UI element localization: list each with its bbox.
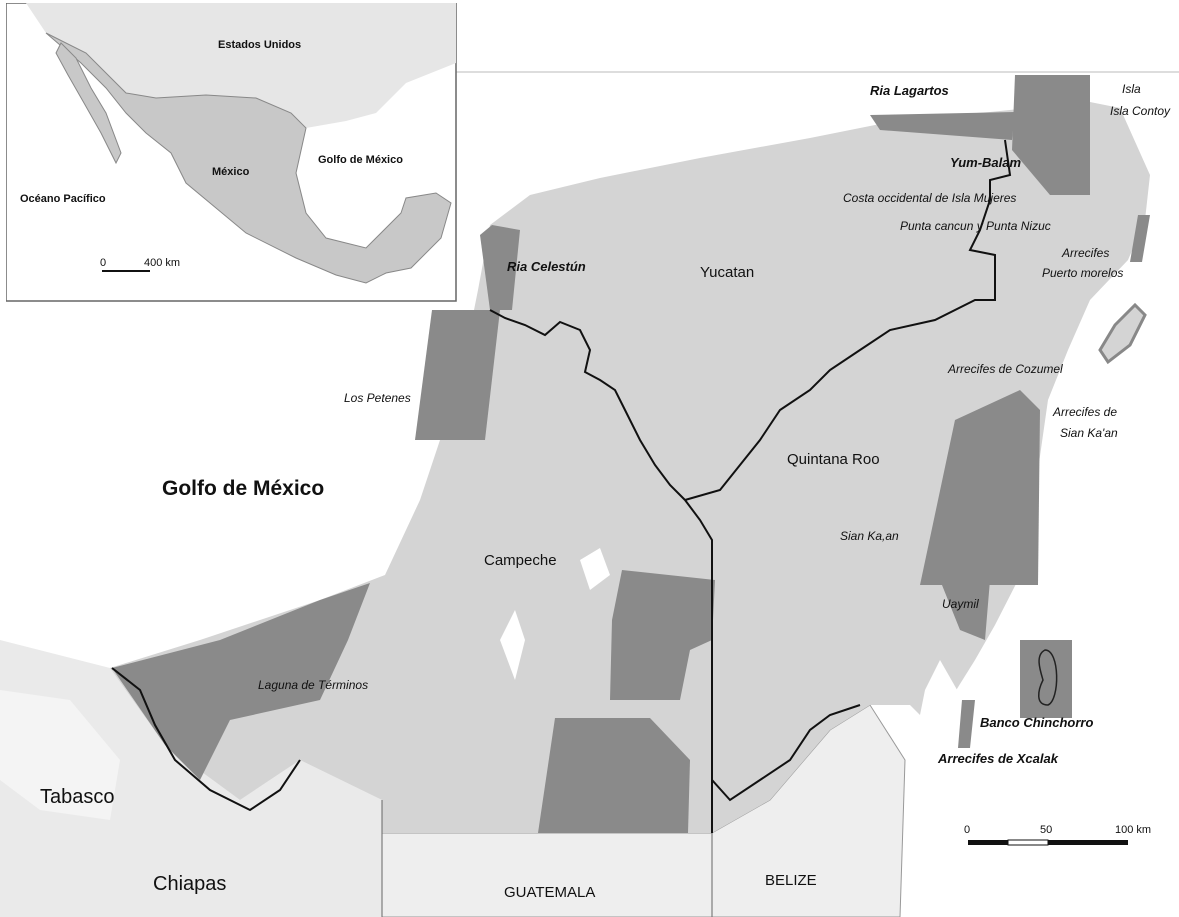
ria-lagartos-area	[870, 112, 1015, 140]
calakmul-north-area	[610, 570, 715, 700]
label-isla-contoy-1: Isla	[1122, 82, 1141, 96]
water-patch	[0, 690, 120, 820]
label-arrecifes-cozumel: Arrecifes de Cozumel	[947, 362, 1063, 376]
inset-label-usa: Estados Unidos	[218, 39, 301, 51]
label-banco-chinchorro: Banco Chinchorro	[980, 715, 1093, 730]
label-uaymil: Uaymil	[942, 597, 979, 611]
gulf-label: Golfo de México	[162, 477, 324, 500]
label-laguna-terminos: Laguna de Términos	[258, 678, 368, 692]
scale-tick-0: 0	[964, 824, 970, 836]
label-sian-kaan: Sian Ka,an	[840, 529, 899, 543]
main-scale-bar	[968, 839, 1128, 846]
inset-scale-tick-0: 0	[100, 257, 106, 269]
water-patch	[915, 660, 960, 770]
laguna-terminos-area	[112, 583, 370, 780]
country-label-guatemala: GUATEMALA	[504, 884, 595, 901]
inset-label-gulf: Golfo de México	[318, 154, 403, 166]
label-punta-cancun: Punta cancun y Punta Nizuc	[900, 219, 1051, 233]
scale-tick-50: 50	[1040, 824, 1052, 836]
label-los-petenes: Los Petenes	[344, 391, 411, 405]
label-ria-lagartos: Ria Lagartos	[870, 83, 949, 98]
uaymil-area	[940, 580, 990, 640]
state-borders	[111, 139, 1012, 833]
state-label-tabasco: Tabasco	[40, 786, 115, 808]
label-arrecifes-sk-2: Sian Ka'an	[1060, 426, 1118, 440]
state-label-chiapas: Chiapas	[153, 873, 226, 895]
water-patch	[500, 610, 525, 680]
yum-balam-area	[1012, 75, 1090, 195]
inset-usa-land	[26, 3, 456, 128]
inset-scale-tick-400: 400 km	[144, 257, 180, 269]
scale-tick-100: 100 km	[1115, 824, 1151, 836]
label-arrecifes-pm-1: Arrecifes	[1061, 246, 1109, 260]
label-arrecifes-pm-2: Puerto morelos	[1042, 266, 1123, 280]
yucatan-campeche-border	[489, 309, 686, 501]
ria-celestun-area	[480, 225, 520, 310]
inset-map	[6, 3, 457, 302]
los-petenes-area	[415, 310, 500, 440]
neighbour-land-west	[0, 640, 382, 917]
label-arrecifes-sk-1: Arrecifes de	[1052, 405, 1117, 419]
label-yum-balam: Yum-Balam	[950, 155, 1021, 170]
inset-mexico-land	[45, 32, 452, 284]
label-costa-isla-mujeres: Costa occidental de Isla Mujeres	[843, 191, 1016, 205]
campeche-quintanaroo-border	[684, 499, 713, 833]
inset-label-mexico: México	[212, 166, 250, 178]
state-label-quintana-roo: Quintana Roo	[787, 451, 880, 468]
inset-label-pacific: Océano Pacífico	[20, 193, 106, 205]
state-label-campeche: Campeche	[484, 552, 557, 569]
chinchorro-reef	[1038, 649, 1058, 706]
puerto-morelos-area	[1130, 215, 1150, 262]
state-label-yucatan: Yucatan	[700, 264, 754, 281]
belize-border	[711, 704, 861, 833]
banco-chinchorro-area	[1020, 640, 1072, 718]
water-patch	[580, 548, 610, 590]
tabasco-border	[111, 667, 301, 812]
label-isla-contoy: Isla Contoy	[1110, 104, 1171, 118]
peninsula-land	[110, 102, 1150, 833]
sian-kaan-area	[920, 390, 1040, 585]
cozumel-island	[1098, 302, 1147, 365]
protected-areas	[112, 75, 1150, 833]
label-arrecifes-xcalak: Arrecifes de Xcalak	[937, 751, 1059, 766]
yucatan-quintanaroo-border	[684, 139, 1012, 501]
inset-baja-land	[55, 42, 122, 165]
calakmul-south-area	[538, 718, 690, 833]
country-label-belize: BELIZE	[765, 872, 817, 889]
label-ria-celestun: Ria Celestún	[507, 259, 586, 274]
xcalak-area	[958, 700, 975, 748]
